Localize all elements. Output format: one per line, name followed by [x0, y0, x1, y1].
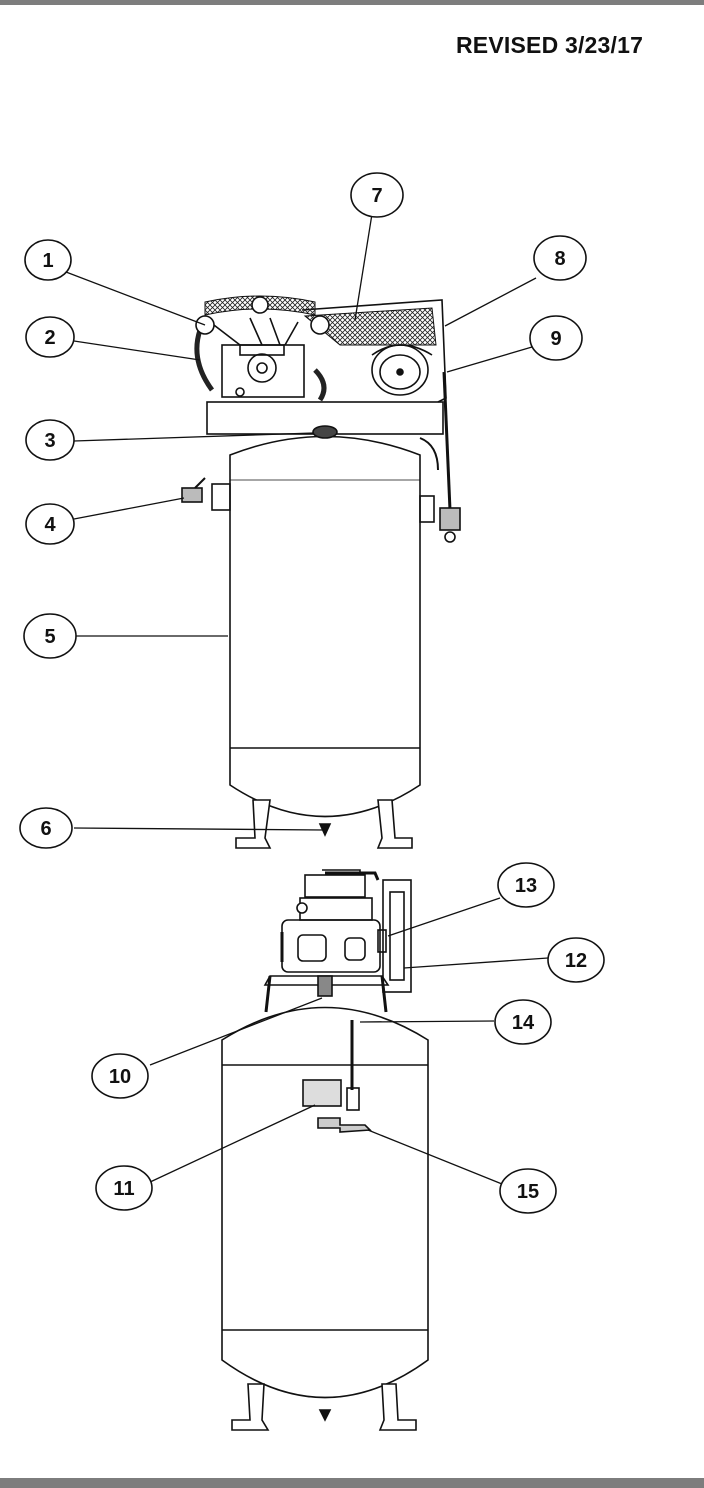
callout-5-label: 5 [44, 626, 55, 648]
belt-guard-front [301, 299, 447, 403]
tank-front [181, 371, 461, 849]
callout-3-label: 3 [44, 430, 55, 452]
callout-3: 3 [25, 419, 75, 461]
callout-8: 8 [533, 235, 587, 281]
callout-11-label: 11 [113, 1178, 134, 1200]
base-plate-side [263, 975, 390, 1013]
callout-4-label: 4 [44, 514, 56, 536]
callout-13: 13 [497, 862, 555, 908]
callout-10-label: 10 [109, 1066, 131, 1088]
pump-head-front [194, 295, 330, 402]
leader-lines-front [65, 213, 537, 831]
callout-8-label: 8 [554, 248, 565, 270]
callout-10: 10 [91, 1053, 149, 1099]
pump-head-side [296, 869, 380, 921]
callout-9: 9 [529, 315, 583, 361]
bottom-border [0, 1478, 704, 1488]
callout-4: 4 [25, 503, 75, 545]
callout-6: 6 [19, 807, 73, 849]
callout-15: 15 [499, 1168, 557, 1214]
front-view [181, 295, 461, 849]
callout-15-label: 15 [517, 1181, 539, 1203]
callout-5: 5 [23, 613, 77, 659]
motor-side [280, 919, 381, 973]
callout-2-label: 2 [44, 327, 55, 349]
callout-2: 2 [25, 316, 75, 358]
callout-11: 11 [95, 1165, 153, 1211]
callout-14: 14 [494, 999, 552, 1045]
callout-13-label: 13 [515, 875, 537, 897]
callout-9-label: 9 [550, 328, 561, 350]
callout-7: 7 [350, 172, 404, 218]
callout-1-label: 1 [42, 250, 53, 272]
revision-label: REVISED 3/23/17 [456, 32, 644, 58]
callout-12-label: 12 [565, 950, 587, 972]
pulley-front [371, 344, 433, 396]
top-border [0, 0, 704, 5]
callout-1: 1 [24, 239, 72, 281]
belt-guard-side [377, 879, 412, 993]
callout-12: 12 [547, 937, 605, 983]
side-view [221, 869, 429, 1431]
tank-side [221, 1006, 429, 1431]
callout-7-label: 7 [371, 185, 382, 207]
leader-lines-side [147, 897, 549, 1185]
callout-14-label: 14 [512, 1012, 535, 1034]
callout-6-label: 6 [40, 818, 51, 840]
